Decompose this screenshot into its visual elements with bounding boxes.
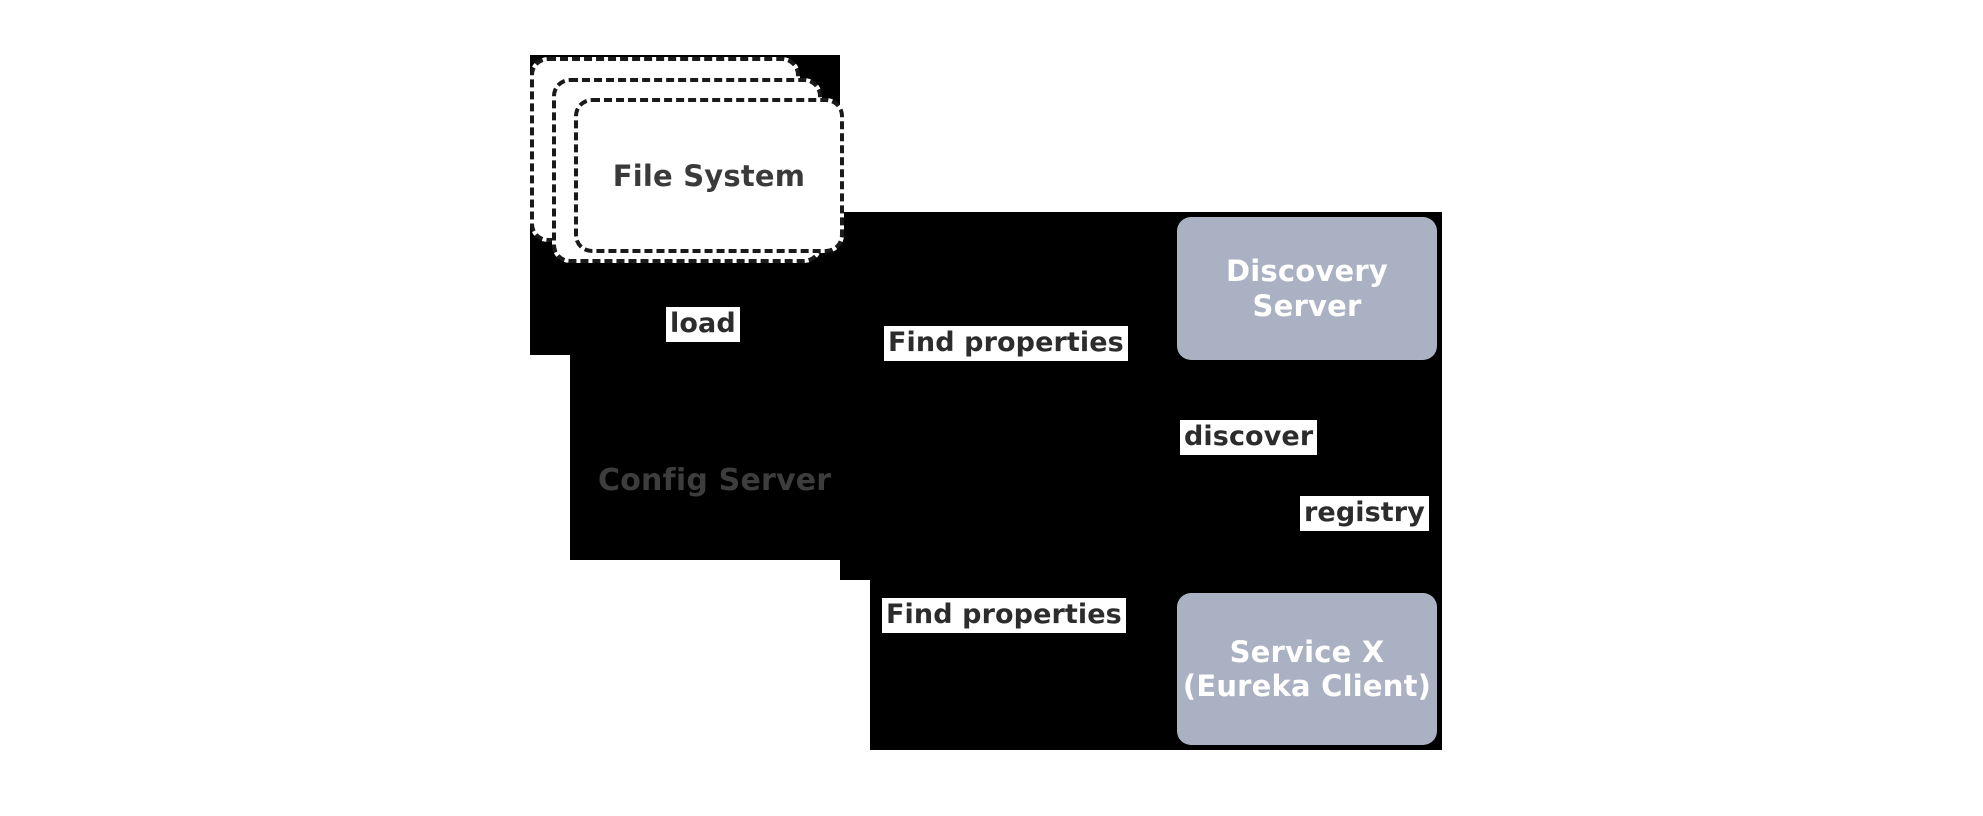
- file-system-card-front[interactable]: File System: [574, 98, 844, 253]
- edge-label-find-properties-top: Find properties: [884, 326, 1128, 361]
- node-discovery-server[interactable]: Discovery Server: [1177, 217, 1437, 360]
- node-service-x[interactable]: Service X (Eureka Client): [1177, 593, 1437, 745]
- discovery-server-label: Discovery Server: [1226, 254, 1388, 322]
- edge-label-registry: registry: [1300, 496, 1429, 531]
- discovery-server-label-line2: Server: [1252, 288, 1362, 323]
- service-x-label: Service X (Eureka Client): [1183, 635, 1431, 703]
- file-system-label: File System: [612, 158, 806, 193]
- discovery-server-label-line1: Discovery: [1226, 254, 1388, 289]
- edge-label-load: load: [666, 307, 740, 342]
- occlusion-block-middle-band: [840, 355, 1442, 580]
- service-x-label-line2: (Eureka Client): [1182, 669, 1432, 703]
- occlusion-block-configserver-left: [570, 355, 740, 560]
- occlusion-block-bridge: [840, 212, 890, 560]
- edge-label-discover: discover: [1180, 420, 1318, 455]
- edge-label-find-properties-bottom: Find properties: [882, 598, 1126, 633]
- config-server-label: Config Server: [598, 463, 832, 498]
- service-x-label-line1: Service X: [1229, 634, 1385, 669]
